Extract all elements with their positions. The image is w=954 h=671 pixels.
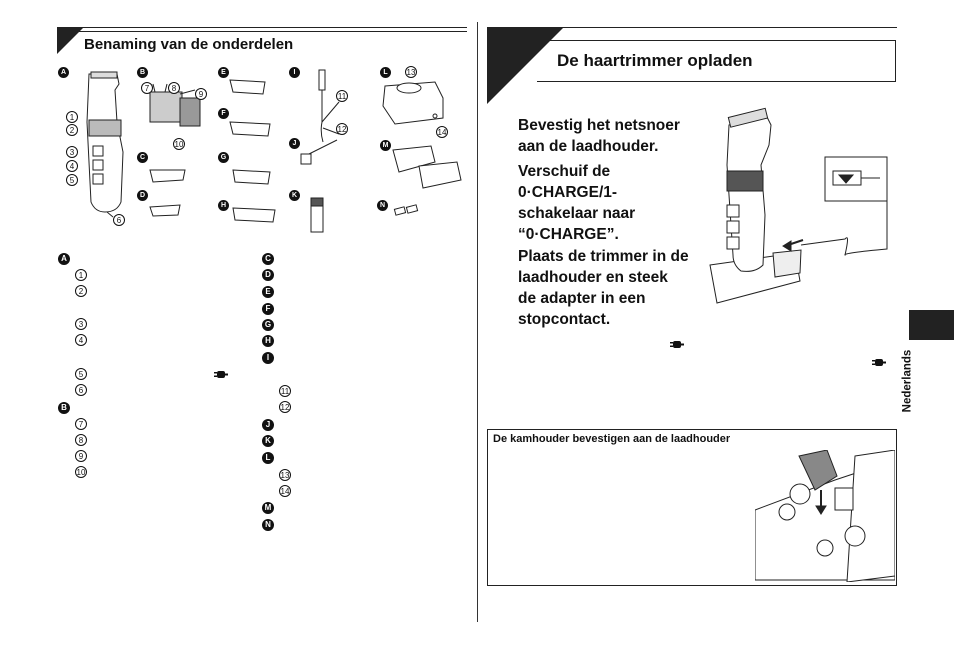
fig-label-B: B: [137, 67, 148, 78]
page-divider: [477, 22, 478, 622]
list-label-B: B: [58, 402, 70, 414]
fig-label-H: H: [218, 200, 229, 211]
fig-num-11: 11: [336, 90, 348, 102]
step-1: Bevestig het netsnoer aan de laadhouder.: [518, 115, 680, 157]
step-1-line-2: aan de laadhouder.: [518, 138, 659, 155]
list-num-8: 8: [75, 434, 87, 446]
fig-num-5: 5: [66, 174, 78, 186]
step-3-line-2: laadhouder en steek: [518, 269, 668, 286]
list-label-D: D: [262, 269, 274, 281]
fig-num-10: 10: [173, 138, 185, 150]
fig-label-L: L: [380, 67, 391, 78]
plug-icon: [670, 341, 684, 348]
list-num-14: 14: [279, 485, 291, 497]
left-section-title: Benaming van de onderdelen: [84, 36, 294, 53]
list-label-F: F: [262, 303, 274, 315]
list-label-K: K: [262, 435, 274, 447]
parts-illustration: [86, 69, 462, 233]
list-label-G: G: [262, 319, 274, 331]
fig-label-G: G: [218, 152, 229, 163]
fig-num-3: 3: [66, 146, 78, 158]
step-3-line-1: Plaats de trimmer in de: [518, 248, 689, 265]
list-label-L: L: [262, 452, 274, 464]
fig-label-K: K: [289, 190, 300, 201]
fig-num-8: 8: [168, 82, 180, 94]
charging-illustration: [709, 107, 888, 304]
fig-num-6: 6: [113, 214, 125, 226]
step-2: Verschuif de 0·CHARGE/1- schakelaar naar…: [518, 161, 635, 245]
step-2-line-4: “0·CHARGE”.: [518, 226, 619, 243]
fig-num-9: 9: [195, 88, 207, 100]
list-label-N: N: [262, 519, 274, 531]
list-num-13: 13: [279, 469, 291, 481]
right-section-title: De haartrimmer opladen: [557, 51, 753, 70]
fig-num-12: 12: [336, 123, 348, 135]
language-tab: Nederlands: [901, 345, 924, 425]
list-label-M: M: [262, 502, 274, 514]
fig-label-C: C: [137, 152, 148, 163]
fig-label-M: M: [380, 140, 391, 151]
step-3-line-3: de adapter in een: [518, 290, 646, 307]
fig-num-13: 13: [405, 66, 417, 78]
fig-num-2: 2: [66, 124, 78, 136]
list-num-2: 2: [75, 285, 87, 297]
list-num-10: 10: [75, 466, 87, 478]
fig-num-1: 1: [66, 111, 78, 123]
step-2-line-1: Verschuif de: [518, 163, 611, 180]
list-label-A: A: [58, 253, 70, 265]
list-label-J: J: [262, 419, 274, 431]
left-header-rule-2: [57, 31, 467, 32]
fig-label-F: F: [218, 108, 229, 119]
list-num-7: 7: [75, 418, 87, 430]
comb-holder-note-title: De kamhouder bevestigen aan de laadhoude…: [493, 433, 731, 445]
language-tab-marker: [909, 310, 954, 340]
comb-holder-note-box: [487, 429, 897, 586]
fig-label-N: N: [377, 200, 388, 211]
plug-icon: [872, 359, 886, 366]
step-2-line-2: 0·CHARGE/1-: [518, 184, 618, 201]
right-header-rule: [487, 27, 897, 28]
left-header-rule: [57, 27, 467, 28]
list-label-H: H: [262, 335, 274, 347]
list-label-C: C: [262, 253, 274, 265]
step-2-line-3: schakelaar naar: [518, 205, 636, 222]
list-num-1: 1: [75, 269, 87, 281]
list-num-6: 6: [75, 384, 87, 396]
list-num-9: 9: [75, 450, 87, 462]
step-1-line-1: Bevestig het netsnoer: [518, 117, 680, 134]
fig-label-J: J: [289, 138, 300, 149]
language-tab-label: Nederlands: [901, 349, 914, 413]
fig-label-I: I: [289, 67, 300, 78]
fig-label-A: A: [58, 67, 69, 78]
step-3-line-4: stopcontact.: [518, 311, 611, 328]
right-header-box: [537, 40, 896, 82]
plug-icon: [214, 371, 228, 378]
list-label-E: E: [262, 286, 274, 298]
fig-num-4: 4: [66, 160, 78, 172]
fig-num-7: 7: [141, 82, 153, 94]
comb-holder-illustration: [755, 450, 895, 582]
fig-label-E: E: [218, 67, 229, 78]
list-num-5: 5: [75, 368, 87, 380]
list-label-I: I: [262, 352, 274, 364]
trimmer-drawing: [86, 71, 124, 218]
right-header-corner: [487, 27, 564, 104]
fig-label-D: D: [137, 190, 148, 201]
list-num-12: 12: [279, 401, 291, 413]
step-3: Plaats de trimmer in de laadhouder en st…: [518, 246, 689, 330]
list-num-11: 11: [279, 385, 291, 397]
fig-num-14: 14: [436, 126, 448, 138]
list-num-3: 3: [75, 318, 87, 330]
left-header-corner: [57, 27, 84, 54]
list-num-4: 4: [75, 334, 87, 346]
